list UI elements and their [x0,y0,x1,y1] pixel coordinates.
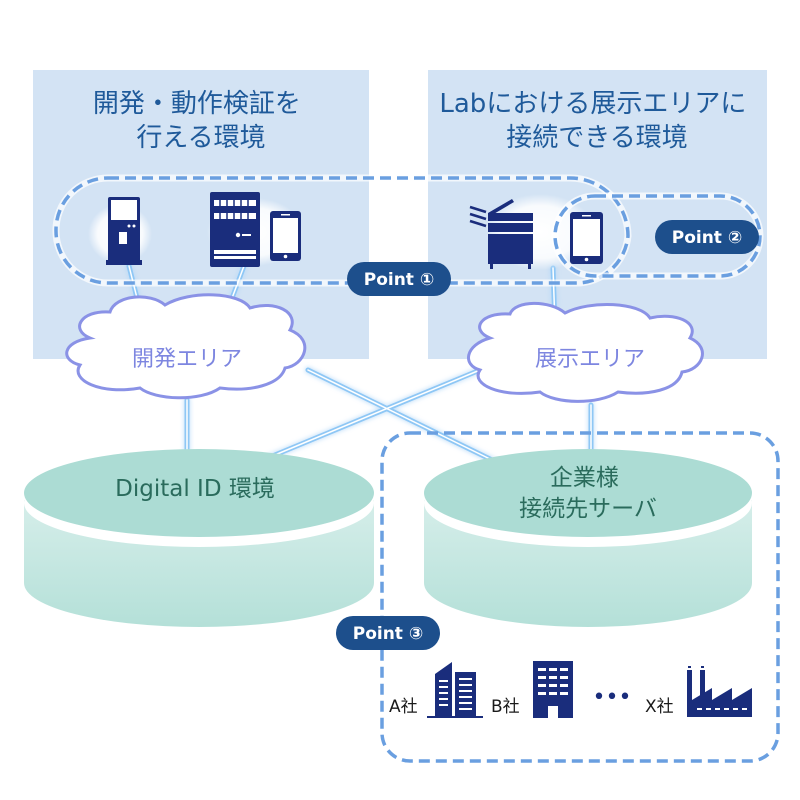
lab-panel-title: Labにおける展示エリアに 接続できる環境 [439,89,754,153]
svg-text:Point ①: Point ① [364,270,435,290]
ellipsis-dots: ••• [593,685,632,710]
point3-group-outline [380,431,780,763]
office-building-icon[interactable] [427,662,483,718]
kiosk-terminal-icon[interactable] [106,197,142,265]
printer-icon[interactable] [469,199,533,269]
point3-badge[interactable]: Point ③ [336,616,440,650]
company-x-label: X社 [645,697,674,717]
exhibit-area-label: 展示エリア [535,347,645,372]
digital-id-database[interactable]: Digital ID 環境 [24,449,374,627]
building-icon[interactable] [533,661,573,718]
company-b-label: B社 [491,697,520,717]
svg-text:Point ③: Point ③ [353,624,424,644]
network-links [126,263,594,463]
point2-group-outline [551,192,764,280]
dev-panel-title: 開発・動作検証を 行える環境 [93,89,309,153]
smartphone-icon[interactable] [570,212,603,264]
customer-server-label: 企業様 接続先サーバ [519,465,657,522]
point2-badge[interactable]: Point ② [655,220,759,254]
point1-badge[interactable]: Point ① [347,262,451,296]
dev-area-cloud[interactable]: 開発エリア [65,293,307,400]
customer-server-database[interactable]: 企業様 接続先サーバ [424,449,752,627]
digital-id-label: Digital ID 環境 [115,476,275,502]
exhibit-area-cloud[interactable]: 展示エリア [467,301,704,403]
vending-machine-icon[interactable] [210,192,260,267]
svg-text:Point ②: Point ② [672,228,743,248]
dev-area-label: 開発エリア [132,347,242,372]
smartphone-icon[interactable] [270,211,301,261]
company-a-label: A社 [389,697,418,717]
factory-icon[interactable] [687,666,752,717]
